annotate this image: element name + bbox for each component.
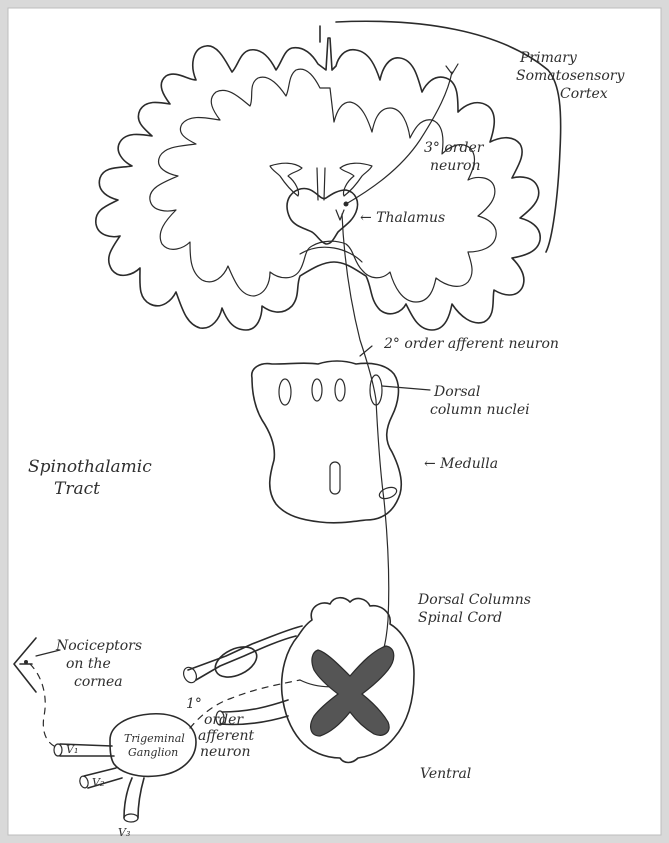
label-v1: V₁ bbox=[66, 743, 78, 756]
label-medulla: ← Medulla bbox=[424, 456, 498, 472]
cornea-dot bbox=[24, 660, 28, 664]
label-thalamus: ← Thalamus bbox=[360, 210, 445, 226]
label-v3: V₃ bbox=[118, 826, 130, 839]
label-v2: V₂ bbox=[92, 776, 104, 789]
label-ventral: Ventral bbox=[420, 766, 471, 782]
label-second-order-neuron: 2° order afferent neuron bbox=[383, 336, 559, 352]
